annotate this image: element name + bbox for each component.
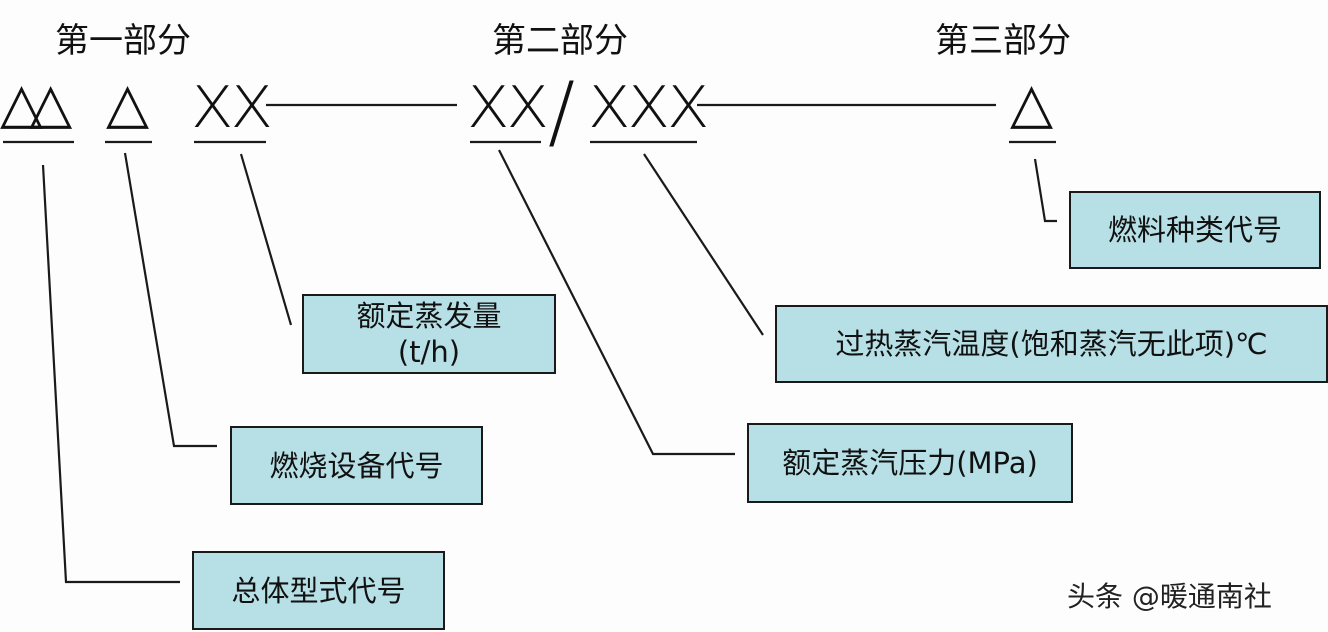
superheated-steam-temp-box: 过热蒸汽温度(饱和蒸汽无此项)℃ (775, 305, 1328, 383)
rated-evaporation-box: 额定蒸发量 (t/h) (302, 294, 556, 374)
leader-rated-evaporation (239, 153, 293, 326)
symbol-part3-a: △ (1010, 71, 1053, 136)
symbol-part1-c: XX (191, 73, 273, 141)
leader-superheated-temp (643, 153, 764, 336)
leader-rated-pressure (498, 149, 735, 456)
watermark: 头条 @暖通南社 (1067, 580, 1272, 613)
fuel-type-box: 燃料种类代号 (1069, 191, 1321, 269)
leader-combustion-equipment (123, 152, 217, 448)
symbol-part1-a: △△ (0, 71, 72, 136)
rated-evaporation-label: 额定蒸发量 (356, 299, 502, 333)
part1-title: 第一部分 (55, 21, 191, 61)
symbol-part2-a: XX (467, 73, 549, 141)
symbol-part1-b: △ (106, 71, 149, 136)
superheated-steam-temp-label: 过热蒸汽温度(饱和蒸汽无此项)℃ (835, 327, 1268, 361)
part3-title: 第三部分 (935, 21, 1071, 61)
overall-type-box: 总体型式代号 (192, 551, 445, 630)
rated-evaporation-unit: (t/h) (397, 335, 461, 369)
fuel-type-label: 燃料种类代号 (1107, 213, 1282, 247)
rated-steam-pressure-box: 额定蒸汽压力(MPa) (747, 423, 1073, 503)
symbol-part2-b: XXX (588, 73, 709, 141)
combustion-equipment-label: 燃烧设备代号 (269, 448, 444, 483)
combustion-equipment-box: 燃烧设备代号 (230, 426, 483, 505)
rated-steam-pressure-label: 额定蒸汽压力(MPa) (782, 446, 1038, 480)
leader-overall-type (41, 164, 180, 584)
overall-type-label: 总体型式代号 (231, 573, 406, 608)
part2-title: 第二部分 (492, 21, 628, 61)
symbol-part2-sep: / (548, 65, 575, 158)
leader-fuel-type (1033, 158, 1057, 223)
